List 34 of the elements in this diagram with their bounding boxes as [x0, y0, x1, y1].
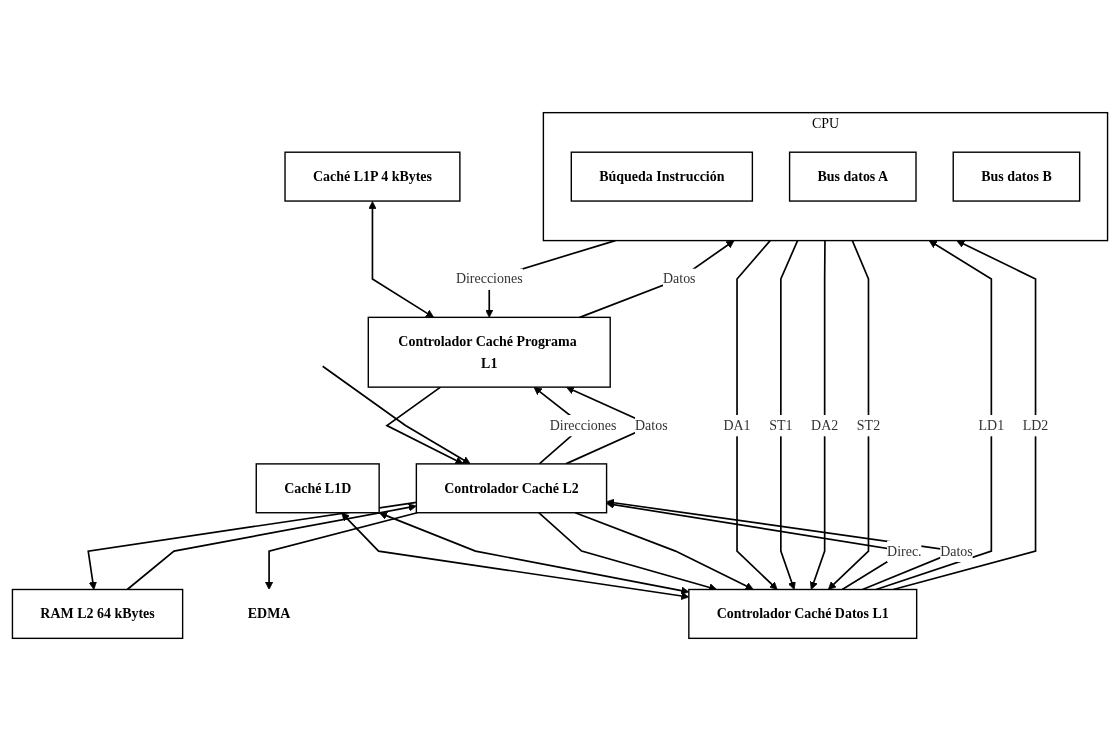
edge-label: Datos [634, 417, 668, 433]
arrow [735, 239, 778, 590]
node-box: Controlador Caché Datos L1 [687, 588, 917, 640]
arrow [378, 511, 689, 595]
edge-label: ST2 [856, 417, 880, 433]
edge-label: Datos [662, 271, 696, 287]
node-box: RAM L2 64 kBytes [11, 588, 183, 640]
arrow [827, 239, 869, 590]
edge-label: LD2 [1022, 417, 1048, 433]
edge-label: Direc. [886, 543, 922, 559]
arrow [340, 512, 689, 600]
arrow [264, 511, 418, 590]
node-box: Bus datos B [952, 151, 1080, 202]
arrow [779, 239, 798, 590]
edge-label: Datos [939, 543, 973, 559]
node-box: Caché L1D [255, 463, 380, 514]
node-box: Búqueda Instrucción [570, 151, 753, 202]
node-box: Bus datos A [788, 151, 917, 202]
edge-label: Direcciones [549, 417, 616, 433]
arrow [809, 239, 826, 590]
edge-label: LD1 [978, 417, 1004, 433]
node-box: Controlador Caché Programa L1 [367, 316, 611, 388]
node-text: EDMA [247, 606, 290, 622]
arrow [384, 386, 463, 465]
edge-label: DA1 [722, 417, 751, 433]
node-box: Controlador Caché L2 [415, 463, 607, 514]
arrow [321, 365, 471, 465]
edge-label: ST1 [768, 417, 792, 433]
arrow [367, 201, 434, 318]
edge-label: Direcciones [455, 271, 523, 287]
arrow [578, 240, 734, 319]
node-box: Caché L1P 4 kBytes [283, 151, 461, 202]
edge-label: DA2 [810, 417, 838, 433]
arrow [573, 511, 754, 590]
